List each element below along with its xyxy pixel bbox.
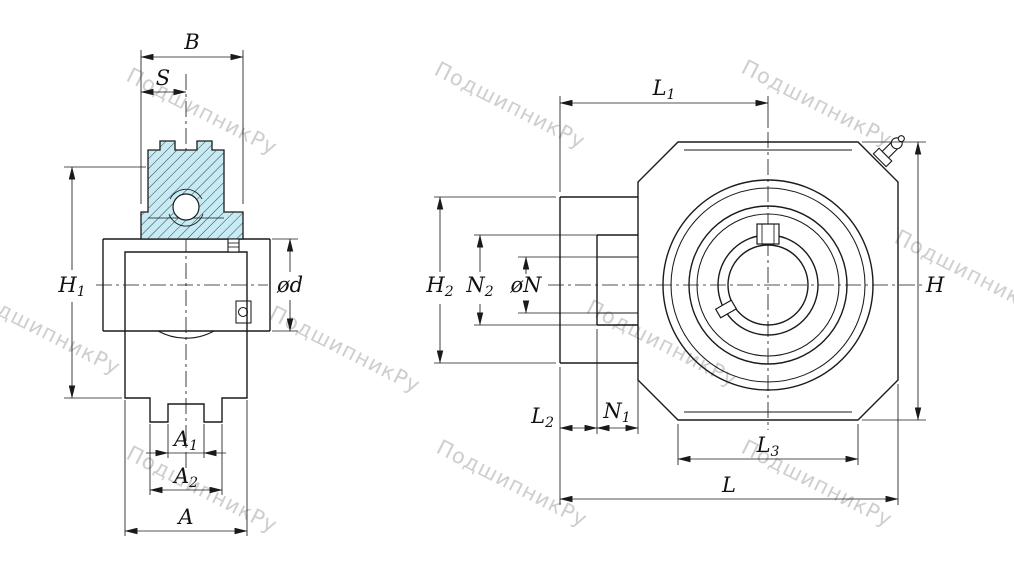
bore-circle xyxy=(727,244,809,326)
outer-ring-circle xyxy=(688,205,848,365)
dim-a1: A1 xyxy=(146,424,226,458)
watermark: ПодшипникРу xyxy=(433,435,592,532)
set-screw-front xyxy=(756,223,780,245)
dim-s: S xyxy=(140,66,187,96)
raceway-arc-upper xyxy=(169,188,203,200)
dim-l3: L3 xyxy=(677,424,859,465)
dim-n1: N1 xyxy=(596,367,639,434)
dim-n2: N2 xyxy=(465,234,597,326)
dim-n2-label: N2 xyxy=(465,273,493,300)
watermark: ПодшипникРу xyxy=(266,301,425,398)
dim-on: øN xyxy=(509,256,597,314)
dim-a2: A2 xyxy=(149,424,223,495)
dim-l-label: L xyxy=(721,473,736,497)
watermark: ПодшипникРу xyxy=(891,225,1014,322)
boss-circle-outer xyxy=(662,179,874,391)
rail-slot xyxy=(597,256,638,314)
dim-a: A xyxy=(124,400,248,536)
dim-h2-label: H2 xyxy=(425,273,453,300)
dim-h1: H1 xyxy=(57,166,146,399)
dim-od: ød xyxy=(272,238,303,332)
front-view: L1 H2 N2 øN xyxy=(425,76,945,505)
dim-on-label: øN xyxy=(509,273,542,297)
watermark-layer: ПодшипникРу ПодшипникРу ПодшипникРу Подш… xyxy=(0,55,1014,538)
dim-l3-label: L3 xyxy=(756,433,780,460)
dim-l2-label: L2 xyxy=(530,404,554,431)
dim-od-label: ød xyxy=(276,273,303,297)
housing-circles xyxy=(662,179,874,391)
bearing-insert-section xyxy=(140,140,244,253)
dim-s-label: S xyxy=(156,66,170,90)
side-view: B S H1 ød A1 xyxy=(57,30,303,536)
dim-l1: L1 xyxy=(559,76,769,192)
housing-outline xyxy=(124,251,248,423)
watermark: ПодшипникРу xyxy=(123,441,282,538)
dim-h: H xyxy=(862,141,945,421)
dim-b: B xyxy=(140,30,244,204)
dim-l: L xyxy=(559,367,899,505)
dim-b-label: B xyxy=(183,30,199,54)
set-screw-side xyxy=(227,238,240,253)
dim-h2: H2 xyxy=(425,196,556,364)
outer-ring-inner-circle xyxy=(696,213,840,357)
dim-l1-label: L1 xyxy=(652,76,676,103)
rail-boss xyxy=(596,234,638,326)
dim-n1-label: N1 xyxy=(602,399,630,426)
slide-rail xyxy=(559,196,638,364)
front-body-outline xyxy=(637,141,899,421)
dim-a-label: A xyxy=(176,505,193,529)
dim-l2: L2 xyxy=(530,329,598,434)
dim-h1-label: H1 xyxy=(57,273,85,300)
bearing-ball xyxy=(172,193,200,221)
spherical-seat-arc xyxy=(157,330,215,339)
raceway-arc-lower xyxy=(168,213,204,227)
dim-a2-label: A2 xyxy=(172,464,198,491)
dim-a1-label: A1 xyxy=(172,427,198,454)
side-lug xyxy=(235,300,252,324)
watermark: ПодшипникРу xyxy=(431,57,590,154)
set-screw-front-2 xyxy=(714,299,738,319)
dim-h-label: H xyxy=(925,273,945,297)
grease-fitting-icon xyxy=(872,135,905,168)
boss-circle-inner xyxy=(670,187,866,383)
